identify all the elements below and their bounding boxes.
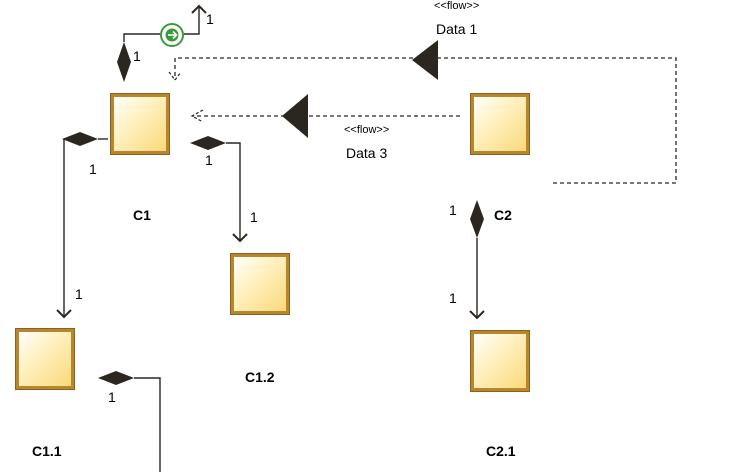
composition-c1-c1-2[interactable]: [190, 136, 248, 243]
flow-direction-icon: [412, 40, 438, 80]
class-box-c2[interactable]: [470, 93, 530, 155]
composition-diamond: [62, 132, 98, 146]
flow-data-1[interactable]: [168, 40, 677, 184]
class-name-c1-1: C1.1: [32, 443, 62, 459]
composition-diamond: [98, 371, 134, 385]
c1-top-composition[interactable]: [117, 4, 207, 82]
class-name-c2: C2: [494, 207, 512, 223]
multiplicity-label: 1: [206, 11, 214, 27]
composition-c1-c1-1[interactable]: [56, 132, 108, 319]
composition-diamond: [190, 136, 226, 150]
class-name-c2-1: C2.1: [486, 443, 516, 459]
multiplicity-label: 1: [449, 202, 457, 218]
multiplicity-label: 1: [205, 152, 213, 168]
composition-c2-c2-1[interactable]: [469, 200, 485, 320]
composition-diamond: [117, 42, 131, 82]
class-box-c1-2[interactable]: [230, 253, 290, 315]
port-icon[interactable]: [160, 23, 184, 47]
multiplicity-label: 1: [108, 389, 116, 405]
multiplicity-label: 1: [250, 209, 258, 225]
class-name-c1-2: C1.2: [245, 369, 275, 385]
composition-c1-1-down[interactable]: [98, 371, 161, 472]
class-name-c1: C1: [133, 207, 151, 223]
multiplicity-label: 1: [75, 286, 83, 302]
class-box-c1-1[interactable]: [15, 328, 75, 390]
class-box-c2-1[interactable]: [470, 330, 530, 392]
flow-name-data-1: Data 1: [436, 21, 478, 37]
flow-name-data-3: Data 3: [346, 145, 388, 161]
multiplicity-label: 1: [133, 48, 141, 64]
multiplicity-label: 1: [449, 290, 457, 306]
composition-diamond: [470, 200, 484, 238]
flow-data-3[interactable]: [190, 94, 460, 138]
flow-stereotype-data-3: <<flow>>: [344, 124, 390, 136]
multiplicity-label: 1: [89, 161, 97, 177]
flow-direction-icon: [282, 94, 308, 138]
flow-stereotype-data-1: <<flow>>: [434, 0, 480, 12]
class-box-c1[interactable]: [110, 93, 170, 155]
